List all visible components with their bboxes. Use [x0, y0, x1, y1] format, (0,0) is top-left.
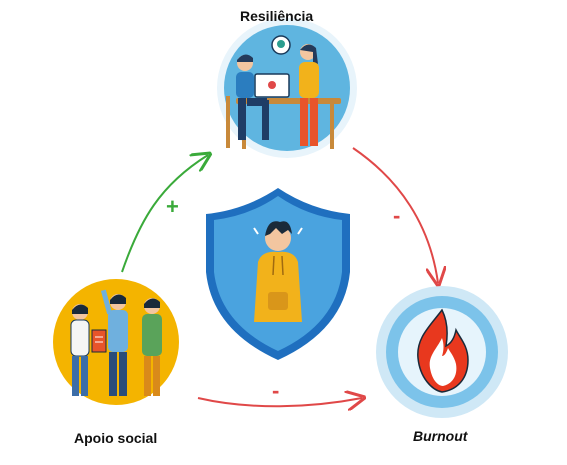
shield-person-icon	[206, 188, 350, 360]
edge-resilience-to-burnout	[352, 147, 438, 283]
social-support-label: Apoio social	[74, 430, 158, 446]
group-of-people-icon	[70, 289, 162, 396]
negative-sign-support-burnout: -	[272, 378, 280, 403]
social-support-node	[53, 279, 179, 405]
edge-support-to-burnout	[197, 398, 362, 406]
two-people-at-laptop-icon	[226, 35, 341, 149]
resilience-node	[217, 18, 357, 158]
resilience-label: Resiliência	[240, 8, 314, 24]
negative-sign-resilience-burnout: -	[393, 203, 401, 228]
positive-sign: +	[166, 194, 179, 219]
edge-support-to-resilience	[121, 155, 208, 273]
burnout-label: Burnout	[413, 428, 468, 444]
flame-icon	[417, 308, 469, 393]
burnout-node	[376, 286, 508, 418]
